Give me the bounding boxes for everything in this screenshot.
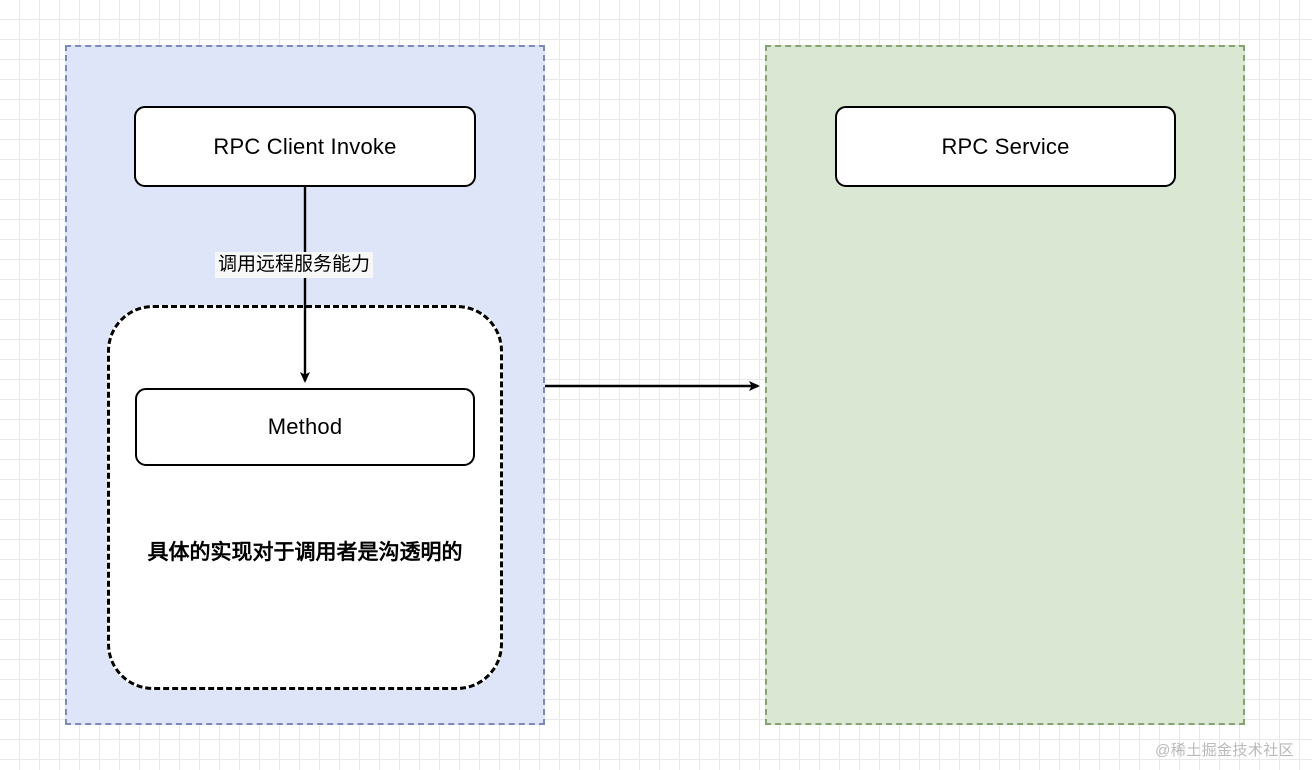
node-rpc-service-label: RPC Service [941,133,1070,159]
node-method[interactable]: Method [135,388,475,466]
watermark: @稀土掘金技术社区 [1155,742,1294,759]
implementation-region[interactable] [107,305,503,690]
node-rpc-service[interactable]: RPC Service [835,106,1176,187]
node-method-label: Method [267,414,343,439]
node-rpc-client-invoke-label: RPC Client Invoke [213,133,397,159]
implementation-note-text: 具体的实现对于调用者是沟透明的 [147,541,463,564]
node-rpc-client-invoke[interactable]: RPC Client Invoke [134,106,476,187]
edge-label-invoke-remote-service: 调用远程服务能力 [215,252,374,278]
